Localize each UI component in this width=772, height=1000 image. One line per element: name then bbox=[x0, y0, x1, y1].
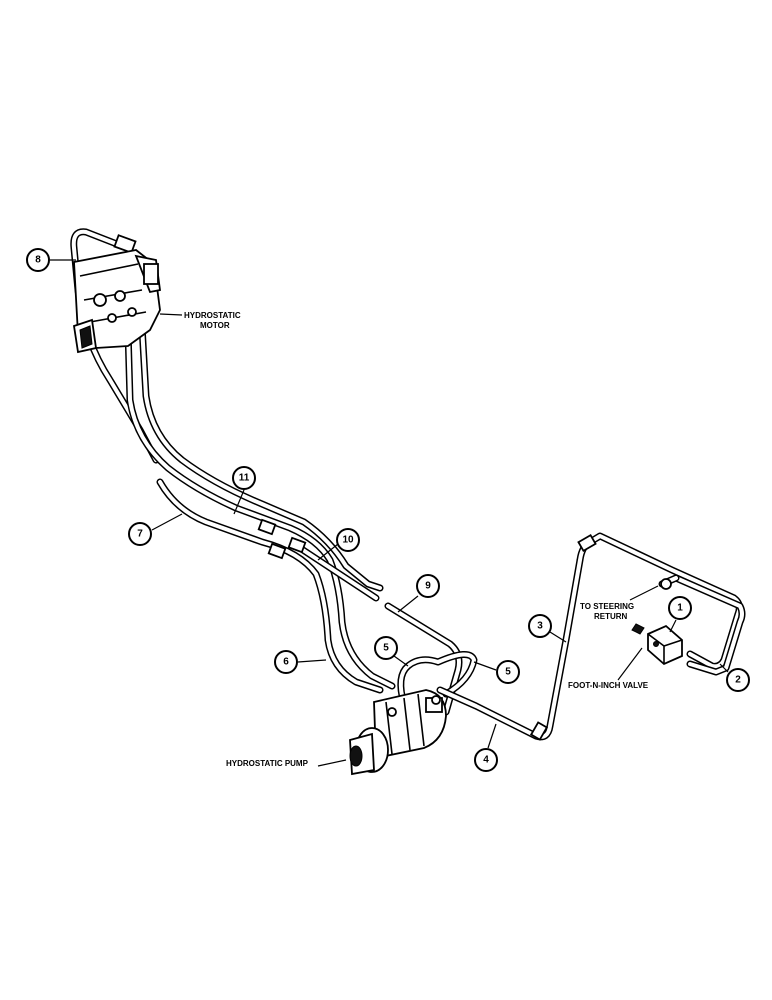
callout-11-circle bbox=[232, 466, 256, 490]
callout-2-number: 2 bbox=[735, 675, 741, 686]
foot-n-inch-valve bbox=[631, 623, 683, 666]
callout-8-number: 8 bbox=[35, 255, 41, 266]
callout-1-circle bbox=[668, 596, 692, 620]
tube-7 bbox=[156, 478, 384, 694]
label-foot-n-inch-valve: FOOT-N-INCH VALVE bbox=[568, 681, 649, 690]
callout-9-number: 9 bbox=[425, 581, 431, 592]
fitting-motor-top bbox=[113, 234, 137, 254]
callout-8-circle bbox=[26, 248, 50, 272]
callouts: 8 11 7 10 9 6 5 5 4 bbox=[26, 248, 750, 772]
callout-9-circle bbox=[416, 574, 440, 598]
tubing bbox=[70, 228, 746, 741]
callout-10-number: 10 bbox=[342, 535, 354, 546]
fitting-tube-3-top bbox=[577, 533, 597, 553]
callout-1-number: 1 bbox=[677, 603, 683, 614]
callout-2-circle bbox=[726, 668, 750, 692]
callout-5a-number: 5 bbox=[383, 643, 389, 654]
callout-5b-circle bbox=[496, 660, 520, 684]
label-hydrostatic-motor-2: MOTOR bbox=[200, 321, 230, 330]
hydrostatic-motor bbox=[72, 249, 162, 354]
callout-4-circle bbox=[474, 748, 498, 772]
fitting-tube-4-bottom bbox=[529, 721, 549, 741]
callout-6-circle bbox=[274, 650, 298, 674]
callout-6-number: 6 bbox=[283, 657, 289, 668]
clamp-3 bbox=[267, 542, 287, 560]
clamp-2 bbox=[287, 536, 307, 554]
hydrostatic-pump bbox=[349, 689, 447, 776]
label-steering-return-2: RETURN bbox=[594, 612, 628, 621]
label-leaders bbox=[159, 313, 659, 767]
callout-11-number: 11 bbox=[239, 473, 250, 484]
callout-10-circle bbox=[336, 528, 360, 552]
callout-7-number: 7 bbox=[137, 529, 143, 540]
label-hydrostatic-motor-1: HYDROSTATIC bbox=[184, 311, 241, 320]
callout-5a-circle bbox=[374, 636, 398, 660]
callout-3-circle bbox=[528, 614, 552, 638]
fittings bbox=[113, 234, 672, 741]
callout-7-circle bbox=[128, 522, 152, 546]
label-hydrostatic-pump: HYDROSTATIC PUMP bbox=[226, 759, 309, 768]
tube-11 bbox=[124, 326, 396, 690]
label-steering-return-1: TO STEERING bbox=[580, 602, 634, 611]
steering-return-fitting bbox=[660, 578, 672, 590]
text-labels: HYDROSTATIC MOTOR HYDROSTATIC PUMP TO ST… bbox=[184, 311, 649, 768]
clamp-1 bbox=[257, 518, 277, 536]
callout-4-number: 4 bbox=[483, 755, 489, 766]
callout-5b-number: 5 bbox=[505, 667, 511, 678]
callout-3-number: 3 bbox=[537, 621, 543, 632]
